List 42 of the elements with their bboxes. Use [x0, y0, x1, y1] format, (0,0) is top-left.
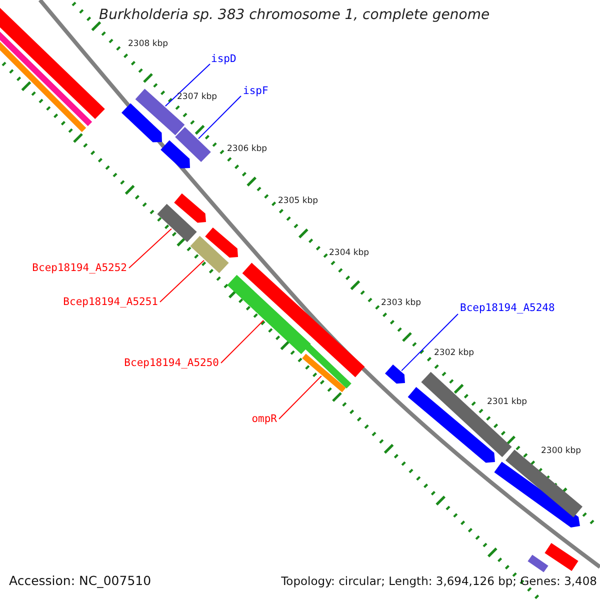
tick-label: 2301 kbp [487, 398, 528, 408]
gene-bar [302, 354, 346, 392]
gene-label: Bcep18194_A5251 [63, 297, 158, 309]
gene-feature [174, 193, 206, 223]
gene-bar [544, 543, 578, 571]
leader-line [220, 320, 264, 364]
genome-info-text: Topology: circular; Length: 3,694,126 bp; Genes: 3,408 [281, 575, 597, 588]
gene-feature [494, 462, 580, 528]
tick-label: 2308 kbp [128, 40, 168, 50]
leader-line [128, 228, 172, 268]
gene-label: ompR [252, 414, 277, 426]
tick-label: 2306 kbp [227, 145, 268, 154]
leader-line [198, 96, 242, 140]
gene-label: ispD [211, 54, 236, 66]
gene-label: Bcep18194_A5248 [460, 303, 555, 315]
gene-bar [242, 262, 365, 378]
gene-bar [190, 236, 229, 274]
gene-label: Bcep18194_A5252 [32, 263, 127, 275]
gene-label: Bcep18194_A5250 [124, 358, 219, 370]
gene-feature [385, 364, 405, 384]
tick-label: 2307 kbp [177, 93, 218, 102]
gene-feature [122, 103, 162, 142]
gene-label: ispF [243, 86, 268, 98]
gene-bar [421, 372, 512, 458]
gene-bar [175, 127, 211, 162]
map-title: Burkholderia sp. 383 chromosome 1, complete genome [99, 8, 490, 24]
leader-line [164, 64, 210, 107]
tick-label: 2305 kbp [278, 197, 318, 206]
gene-bar [528, 554, 548, 572]
gene-feature [160, 140, 190, 168]
tick-label: 2303 kbp [381, 299, 422, 308]
tick-label: 2302 kbp [434, 349, 474, 358]
leader-line [401, 314, 458, 372]
tick-label: 2304 kbp [329, 249, 370, 258]
gene-bar [157, 204, 197, 242]
gene-feature [205, 228, 238, 258]
leader-line [160, 260, 204, 302]
tick-label: 2300 kbp [541, 447, 582, 456]
gene-bar [227, 274, 311, 354]
gene-bar [304, 344, 352, 388]
accession-text: Accession: NC_007510 [9, 574, 152, 588]
leader-line [278, 376, 322, 420]
